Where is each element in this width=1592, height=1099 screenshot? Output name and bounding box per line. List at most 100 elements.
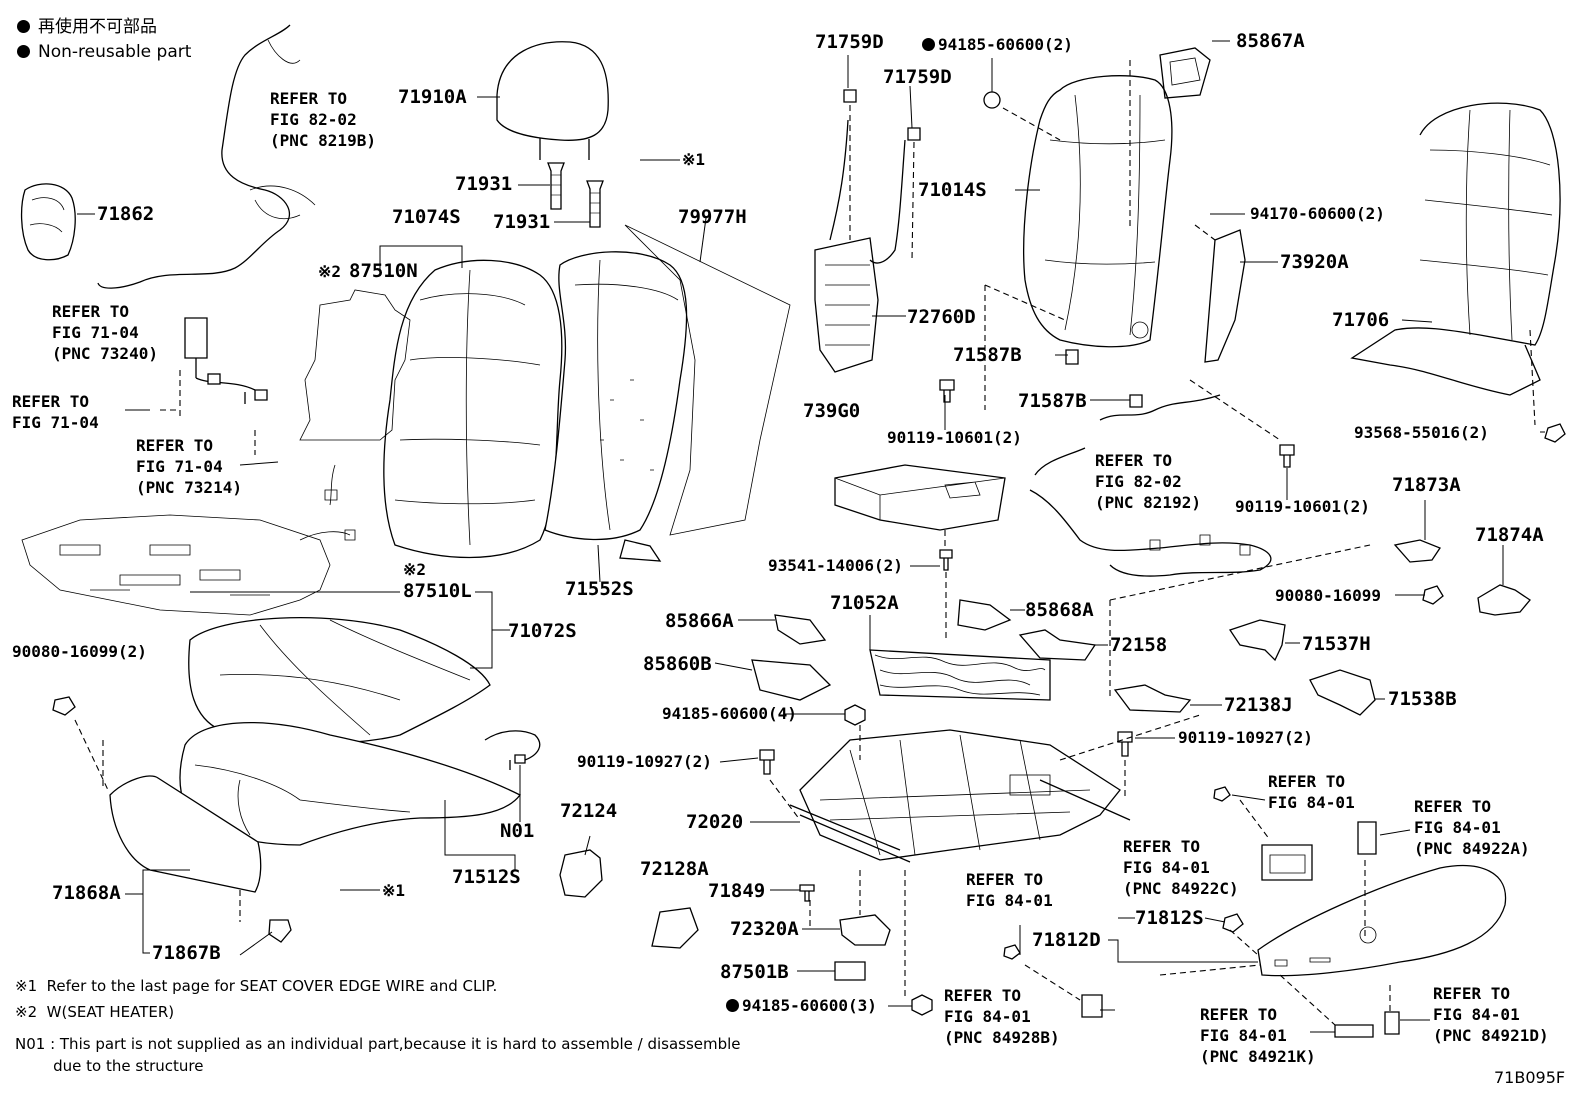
switch-84928B-drawing — [1081, 994, 1103, 1018]
part-label-94185-60600-4[interactable]: 94185-60600(4) — [662, 704, 797, 723]
part-label-71759D[interactable]: 71759D — [883, 66, 952, 88]
non-reusable-bullet-icon — [922, 38, 935, 51]
part-label-71072S[interactable]: 71072S — [508, 620, 577, 642]
figure-id: 71B095F — [1494, 1068, 1566, 1087]
knob-84921D-drawing — [1384, 1011, 1400, 1035]
screw-left-drawing — [52, 696, 76, 716]
part-label-87510L[interactable]: 87510L — [403, 580, 472, 602]
refer-to-fig-84-01[interactable]: REFER TO FIG 84-01 (PNC 84921D) — [1433, 984, 1549, 1045]
refer-to-fig-84-01[interactable]: REFER TO FIG 84-01 (PNC 84922C) — [1123, 837, 1239, 898]
footnote-x1: ※1 Refer to the last page for SEAT COVER… — [15, 977, 498, 995]
part-label-71074S[interactable]: 71074S — [392, 206, 461, 228]
cover-85866A-drawing — [774, 614, 827, 645]
part-label-71873A[interactable]: 71873A — [1392, 474, 1461, 496]
part-label-71849[interactable]: 71849 — [708, 880, 766, 902]
refer-to-fig-71-04[interactable]: REFER TO FIG 71-04 (PNC 73214) — [136, 436, 242, 497]
clip-71867B-drawing — [268, 919, 292, 943]
refer-to-fig-84-01[interactable]: REFER TO FIG 84-01 (PNC 84921K) — [1200, 1005, 1316, 1066]
part-label-71931[interactable]: 71931 — [493, 211, 551, 233]
cover-72158-drawing — [1018, 629, 1097, 661]
part-label-93568-55016-2[interactable]: 93568-55016(2) — [1354, 423, 1489, 442]
part-label-85866A[interactable]: 85866A — [665, 610, 734, 632]
seatback-frame-drawing — [1023, 75, 1173, 348]
part-label-739G0[interactable]: 739G0 — [803, 400, 861, 422]
part-label-72124[interactable]: 72124 — [560, 800, 618, 822]
refer-to-fig-84-01[interactable]: REFER TO FIG 84-01 — [1268, 772, 1355, 812]
footnote-N01: N01 : This part is not supplied as an in… — [15, 1035, 741, 1053]
part-label-90119-10601-2[interactable]: 90119-10601(2) — [887, 428, 1022, 447]
non-reusable-bullet-icon — [17, 45, 30, 58]
part-label-71867B[interactable]: 71867B — [152, 942, 221, 964]
part-label-85860B[interactable]: 85860B — [643, 653, 712, 675]
part-label-71512S[interactable]: 71512S — [452, 866, 521, 888]
part-label-93541-14006-2[interactable]: 93541-14006(2) — [768, 556, 903, 575]
part-label-73920A[interactable]: 73920A — [1280, 251, 1349, 273]
part-label-71931[interactable]: 71931 — [455, 173, 513, 195]
part-label-N01[interactable]: N01 — [500, 820, 535, 842]
part-label-71538B[interactable]: 71538B — [1388, 688, 1457, 710]
part-label-71868A[interactable]: 71868A — [52, 882, 121, 904]
refer-to-fig-84-01[interactable]: REFER TO FIG 84-01 — [966, 870, 1053, 910]
legend-en: Non-reusable part — [17, 44, 191, 61]
part-label-94185-60600-3[interactable]: 94185-60600(3) — [726, 998, 877, 1014]
part-label-79977H[interactable]: 79977H — [678, 206, 747, 228]
screw-93541-14006-drawing — [939, 549, 953, 571]
connector-71587B-drawing — [1065, 349, 1079, 365]
leader-lines — [77, 40, 1545, 1033]
part-label-71587B[interactable]: 71587B — [953, 344, 1022, 366]
part-label-71014S[interactable]: 71014S — [918, 179, 987, 201]
part-label-94185-60600-2[interactable]: 94185-60600(2) — [922, 37, 1073, 53]
part-label-72320A[interactable]: 72320A — [730, 918, 799, 940]
part-label-71874A[interactable]: 71874A — [1475, 524, 1544, 546]
mark-x1: ※1 — [382, 881, 406, 900]
bolt-90119-10927-drawing — [759, 749, 775, 775]
seatback-heater-drawing — [299, 289, 411, 441]
part-label-71706[interactable]: 71706 — [1332, 309, 1390, 331]
part-label-71812S[interactable]: 71812S — [1135, 907, 1204, 929]
refer-to-fig-82-02[interactable]: REFER TO FIG 82-02 (PNC 82192) — [1095, 451, 1201, 512]
part-label-71812D[interactable]: 71812D — [1032, 929, 1101, 951]
part-label-71587B[interactable]: 71587B — [1018, 390, 1087, 412]
part-label-85868A[interactable]: 85868A — [1025, 599, 1094, 621]
clip-71759D-drawing — [843, 89, 857, 103]
side-shield-71812-drawing — [1257, 864, 1507, 977]
lumbar-support-drawing — [814, 119, 906, 373]
refer-to-fig-82-02[interactable]: REFER TO FIG 82-02 (PNC 8219B) — [270, 89, 376, 150]
seatback-board-71706-drawing — [1350, 102, 1561, 396]
part-label-90080-16099[interactable]: 90080-16099 — [1275, 586, 1381, 605]
part-label-72020[interactable]: 72020 — [686, 811, 744, 833]
headrest-drawing — [496, 41, 609, 160]
part-label-87501B[interactable]: 87501B — [720, 961, 789, 983]
part-label-90080-16099-2[interactable]: 90080-16099(2) — [12, 642, 147, 661]
part-label-90119-10601-2[interactable]: 90119-10601(2) — [1235, 497, 1370, 516]
refer-to-fig-71-04[interactable]: REFER TO FIG 71-04 — [12, 392, 99, 432]
footnote-x2: ※2 W(SEAT HEATER) — [15, 1003, 175, 1021]
part-label-90119-10927-2[interactable]: 90119-10927(2) — [577, 752, 712, 771]
refer-to-fig-84-01[interactable]: REFER TO FIG 84-01 (PNC 84928B) — [944, 986, 1060, 1047]
part-label-94170-60600-2[interactable]: 94170-60600(2) — [1250, 204, 1385, 223]
part-label-71537H[interactable]: 71537H — [1302, 633, 1371, 655]
part-label-71862[interactable]: 71862 — [97, 203, 155, 225]
refer-to-fig-71-04[interactable]: REFER TO FIG 71-04 (PNC 73240) — [52, 302, 158, 363]
bolt-71849-drawing — [799, 884, 815, 902]
part-label-72158[interactable]: 72158 — [1110, 634, 1168, 656]
part-label-72138J[interactable]: 72138J — [1224, 694, 1293, 716]
part-label-90119-10927-2[interactable]: 90119-10927(2) — [1178, 728, 1313, 747]
part-label-71759D[interactable]: 71759D — [815, 31, 884, 53]
cover-72128A-drawing — [651, 907, 699, 949]
part-label-72128A[interactable]: 72128A — [640, 858, 709, 880]
refer-to-fig-84-01[interactable]: REFER TO FIG 84-01 (PNC 84922A) — [1414, 797, 1530, 858]
part-label-71052A[interactable]: 71052A — [830, 592, 899, 614]
nut-94185-60600-drawing — [983, 91, 1001, 109]
cover-72124-drawing — [559, 849, 603, 898]
module-87501B-drawing — [834, 961, 866, 981]
base-85860B-drawing — [751, 659, 832, 701]
part-label-72760D[interactable]: 72760D — [907, 306, 976, 328]
mark-x1: ※1 — [682, 150, 706, 169]
N01-wire-drawing — [484, 730, 541, 770]
part-label-87510N[interactable]: 87510N — [349, 260, 418, 282]
switch-84922C-drawing — [1261, 844, 1313, 881]
part-label-71910A[interactable]: 71910A — [398, 86, 467, 108]
part-label-85867A[interactable]: 85867A — [1236, 30, 1305, 52]
part-label-71552S[interactable]: 71552S — [565, 578, 634, 600]
